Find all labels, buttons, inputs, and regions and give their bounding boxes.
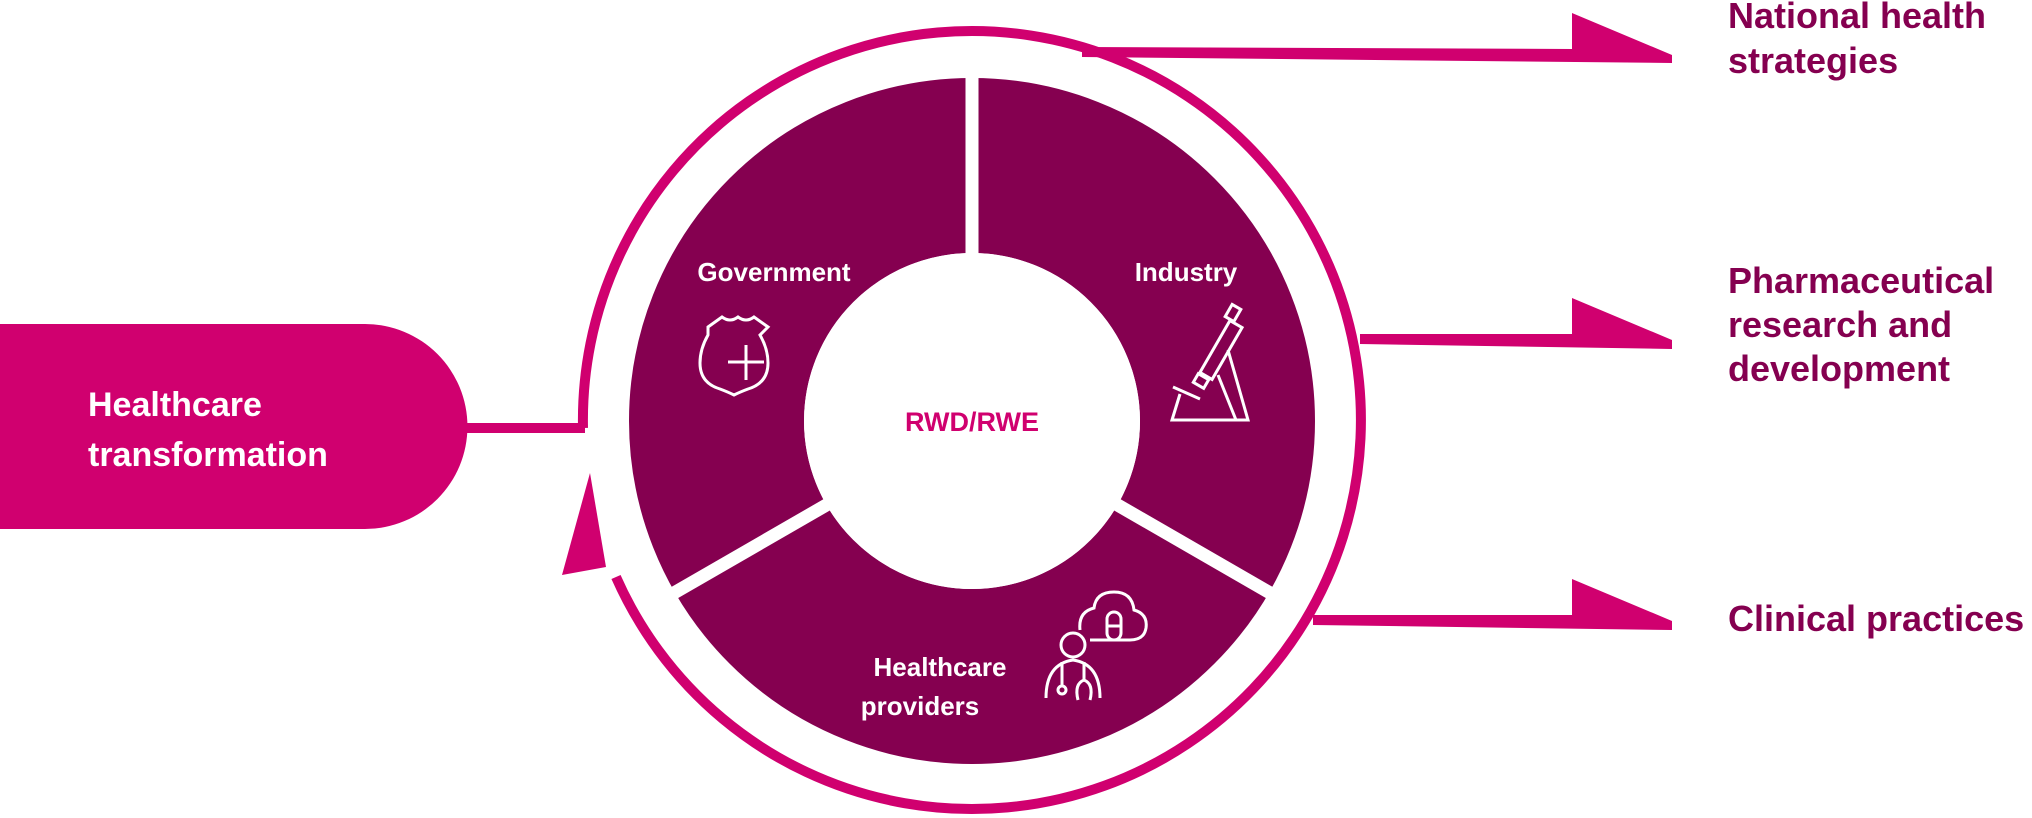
segment-government-label: Government	[697, 257, 850, 287]
outcome-pharma-line3: development	[1728, 348, 1950, 389]
center-hub	[804, 253, 1140, 589]
microscope-icon	[1169, 302, 1250, 422]
arrow-clinical	[1313, 579, 1672, 630]
segment-industry-label: Industry	[1135, 257, 1238, 287]
source-label-line1: Healthcare	[88, 386, 262, 424]
outcome-pharma-line2: research and	[1728, 304, 1952, 345]
cycle-arrowhead	[562, 473, 606, 575]
pill-connector	[460, 423, 585, 433]
source-label-line2: transformation	[88, 436, 328, 474]
arrow-pharma	[1360, 298, 1672, 349]
outcome-national-line2: strategies	[1728, 40, 1898, 81]
healthcare-transformation-pill	[0, 324, 468, 529]
outcome-pharma-line1: Pharmaceutical	[1728, 260, 1994, 301]
shield-icon	[698, 315, 771, 397]
doctor-cloud-icon	[1044, 590, 1148, 701]
center-label: RWD/RWE	[905, 407, 1039, 437]
arrow-national-health	[1082, 13, 1672, 63]
outcome-clinical: Clinical practices	[1728, 598, 2024, 639]
cycle-ring	[577, 26, 1366, 814]
segment-providers-label-line1: Healthcare	[874, 652, 1007, 682]
outcome-national-line1: National health	[1728, 0, 1986, 36]
segment-providers-label-line2: providers	[861, 691, 980, 721]
